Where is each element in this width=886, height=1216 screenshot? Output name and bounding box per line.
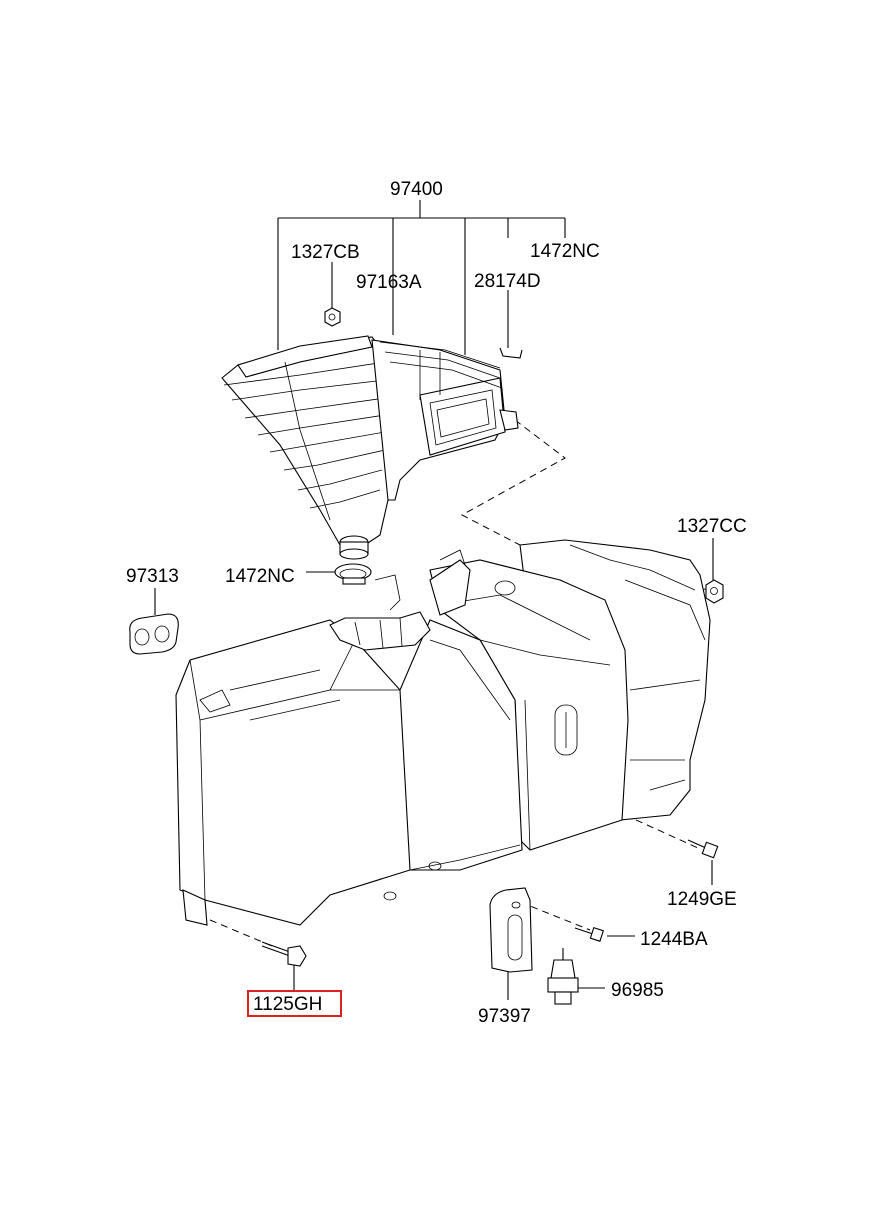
callout-96985: 96985 bbox=[611, 980, 664, 1001]
callout-28174d: 28174D bbox=[474, 271, 541, 292]
callout-1249ge: 1249GE bbox=[667, 889, 737, 910]
callout-labels: 97400 1327CB 1472NC 97163A 28174D 1327CC… bbox=[126, 179, 747, 1027]
callout-1327cc: 1327CC bbox=[677, 516, 747, 537]
hvac-housing bbox=[175, 539, 711, 926]
small-parts bbox=[129, 307, 724, 1005]
callout-1472nc-mid: 1472NC bbox=[225, 566, 295, 587]
callout-1125gh: 1125GH bbox=[253, 994, 322, 1015]
callout-1125gh-highlight-box bbox=[247, 990, 342, 1017]
callout-1327cb: 1327CB bbox=[291, 242, 360, 263]
callout-97400: 97400 bbox=[390, 179, 443, 200]
air-filter-housing bbox=[221, 335, 519, 560]
callout-97397: 97397 bbox=[478, 1006, 531, 1027]
leader-lines bbox=[154, 200, 714, 1000]
callout-97163a: 97163A bbox=[356, 272, 422, 293]
callout-1244ba: 1244BA bbox=[640, 929, 708, 950]
callout-97313: 97313 bbox=[126, 566, 179, 587]
callout-1472nc-top: 1472NC bbox=[530, 241, 600, 262]
